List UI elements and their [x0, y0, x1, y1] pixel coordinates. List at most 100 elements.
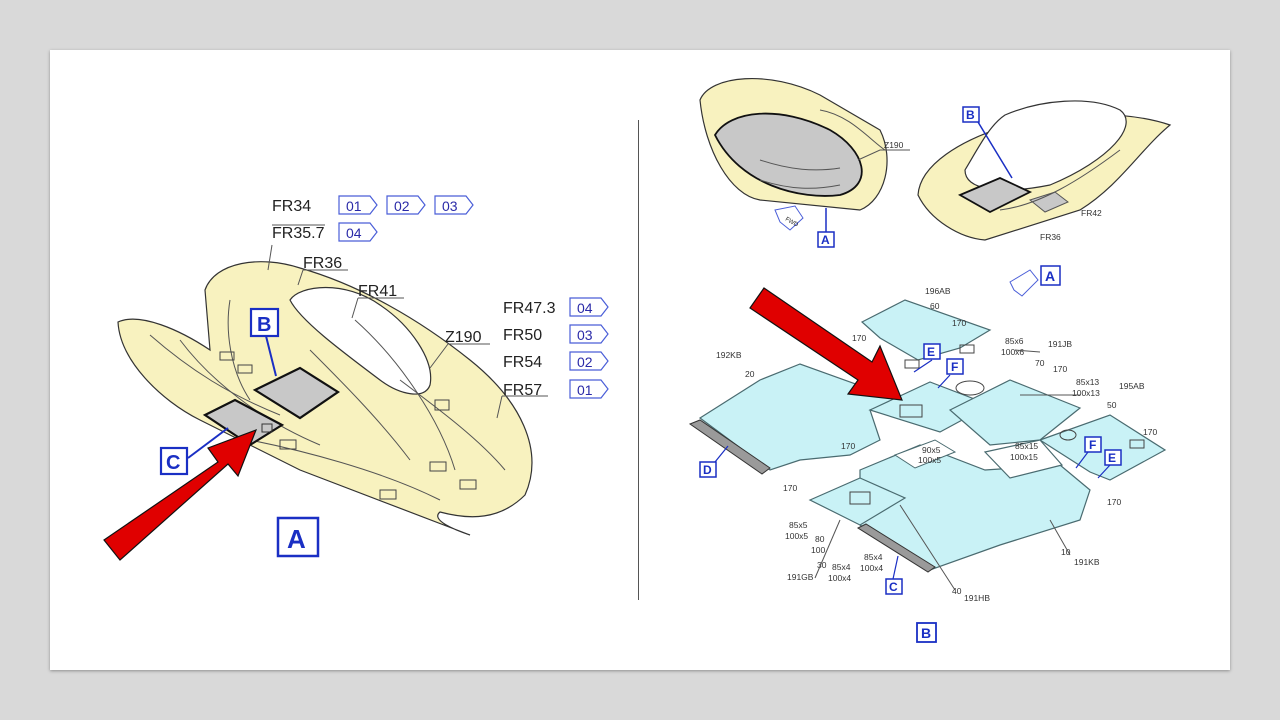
tag-fr34-01: 01 [338, 195, 378, 215]
callout-e-1: E [913, 343, 941, 373]
panel-191hb [808, 477, 907, 526]
panel-right-small [1038, 414, 1167, 481]
svg-text:04: 04 [577, 300, 593, 316]
svg-text:170: 170 [841, 441, 855, 451]
floor-numbers: 60 170 170 20 70 170 50 170 170 170 170 … [745, 301, 1157, 596]
tag-fr54-02: 02 [569, 351, 609, 371]
svg-text:170: 170 [852, 333, 866, 343]
fwd-arrow-mid: A [1009, 265, 1061, 297]
frame-label-fr35-7: FR35.7 [272, 225, 325, 242]
svg-text:170: 170 [783, 483, 797, 493]
callout-c: C [159, 427, 229, 476]
svg-text:Z190: Z190 [884, 140, 904, 150]
frame-label-fr34: FR34 [272, 198, 311, 215]
svg-text:100x4: 100x4 [828, 573, 851, 583]
svg-text:02: 02 [394, 198, 410, 214]
svg-text:E: E [927, 345, 935, 359]
svg-text:02: 02 [577, 354, 593, 370]
svg-text:100x5: 100x5 [785, 531, 808, 541]
callout-a-top: A [817, 208, 835, 248]
svg-text:70: 70 [1035, 358, 1045, 368]
view-label-a: A [276, 516, 320, 558]
svg-text:B: B [966, 108, 975, 122]
svg-text:90x5: 90x5 [922, 445, 941, 455]
callout-b-top: B [962, 106, 1013, 179]
panel-c-highlight [202, 398, 285, 447]
callout-d: D [699, 445, 729, 478]
red-arrow-left [103, 428, 258, 561]
svg-text:195AB: 195AB [1119, 381, 1145, 391]
svg-text:30: 30 [817, 560, 827, 570]
divider-line [638, 120, 639, 600]
tag-fr34-03: 03 [434, 195, 474, 215]
svg-text:F: F [951, 360, 958, 374]
svg-text:100x6: 100x6 [1001, 347, 1024, 357]
tag-fr34-02: 02 [386, 195, 426, 215]
svg-text:85x15: 85x15 [1015, 441, 1038, 451]
right-top-fuselage-right [917, 100, 1172, 241]
svg-text:170: 170 [1053, 364, 1067, 374]
rail-d [688, 419, 771, 475]
callout-e-2: E [1097, 449, 1122, 479]
svg-text:170: 170 [952, 318, 966, 328]
svg-text:170: 170 [1107, 497, 1121, 507]
svg-text:D: D [703, 463, 712, 477]
frame-label-fr54: FR54 [503, 354, 542, 371]
svg-text:50: 50 [1107, 400, 1117, 410]
floor-size-labels: 85x6 100x6 85x13 100x13 90x5 100x5 85x15… [785, 336, 1100, 583]
svg-text:85x6: 85x6 [1005, 336, 1024, 346]
svg-text:191JB: 191JB [1048, 339, 1072, 349]
svg-text:A: A [821, 233, 830, 247]
svg-text:100x5: 100x5 [918, 455, 941, 465]
svg-text:B: B [257, 314, 271, 336]
frame-label-fr47-3: FR47.3 [503, 300, 556, 317]
callout-f-1: F [937, 358, 964, 389]
left-frame-leaders [267, 224, 548, 419]
tag-fr47-3-04: 04 [569, 297, 609, 317]
view-label-b: B [916, 622, 937, 643]
svg-text:03: 03 [442, 198, 458, 214]
svg-text:A: A [1045, 268, 1055, 284]
svg-text:F: F [1089, 438, 1096, 452]
svg-text:E: E [1108, 451, 1116, 465]
svg-text:191GB: 191GB [787, 572, 814, 582]
svg-text:191HB: 191HB [964, 593, 990, 603]
svg-text:85x4: 85x4 [832, 562, 851, 572]
svg-text:01: 01 [346, 198, 362, 214]
floor-leaders [814, 349, 1080, 591]
frame-label-fr41: FR41 [358, 283, 397, 300]
svg-text:100x4: 100x4 [860, 563, 883, 573]
tag-fr57-01: 01 [569, 379, 609, 399]
callout-f-2: F [1075, 436, 1102, 469]
panel-195ab [948, 379, 1082, 446]
svg-text:10: 10 [1061, 547, 1071, 557]
callout-b: B [249, 307, 280, 377]
frame-label-fr50: FR50 [503, 327, 542, 344]
svg-text:100x15: 100x15 [1010, 452, 1038, 462]
svg-text:85x4: 85x4 [864, 552, 883, 562]
svg-text:191KB: 191KB [1074, 557, 1100, 567]
floor-panels [698, 299, 1167, 571]
right-top-grey-panel-a [713, 112, 863, 197]
svg-text:85x5: 85x5 [789, 520, 808, 530]
panel-b-highlight [252, 366, 341, 420]
svg-text:85x13: 85x13 [1076, 377, 1099, 387]
frame-label-fr57: FR57 [503, 382, 542, 399]
svg-text:40: 40 [952, 586, 962, 596]
left-fuselage-drawing [117, 261, 533, 536]
right-top-fuselage-left [699, 78, 888, 211]
frame-tags: 01 02 03 04 04 03 02 01 [338, 195, 609, 399]
svg-text:01: 01 [577, 382, 593, 398]
rail-c [856, 523, 936, 573]
svg-text:C: C [889, 580, 898, 594]
svg-text:C: C [166, 452, 180, 474]
tag-fr35-7-04: 04 [338, 222, 378, 242]
frame-label-fr42: FR42 [1081, 208, 1102, 218]
svg-text:100: 100 [811, 545, 825, 555]
svg-text:192KB: 192KB [716, 350, 742, 360]
frame-label-fr36-top: FR36 [1040, 232, 1061, 242]
callout-c-right: C [885, 555, 903, 595]
zone-z190-top: Z190 [857, 140, 910, 161]
red-arrow-right [749, 287, 903, 401]
